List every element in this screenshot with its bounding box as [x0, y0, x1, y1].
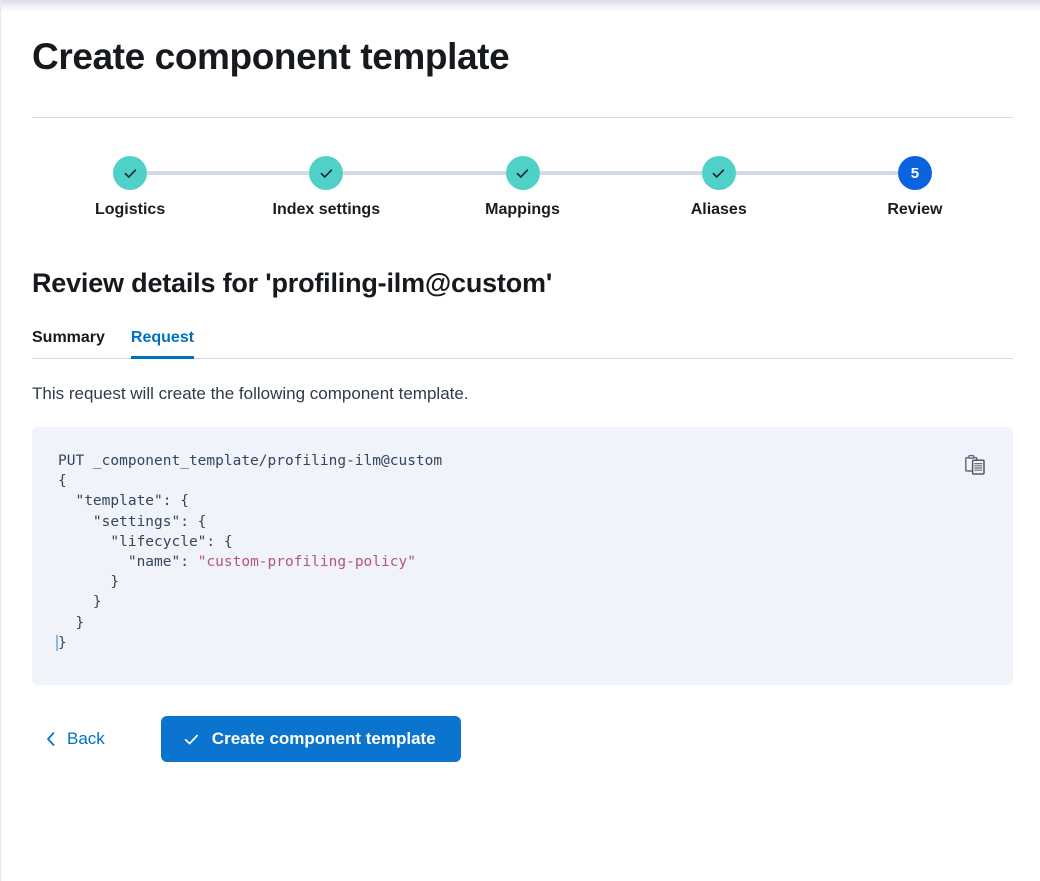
wizard-step-index-settings[interactable]: Index settings	[228, 156, 424, 219]
request-body-line: }	[56, 634, 67, 651]
wizard-steps: Logistics Index settings Mappings	[32, 156, 1013, 219]
wizard-step-review[interactable]: 5 Review	[817, 156, 1013, 219]
back-button-label: Back	[67, 729, 105, 748]
step-label: Index settings	[272, 201, 381, 218]
tab-summary[interactable]: Summary	[32, 329, 105, 358]
window-top-shadow	[0, 0, 1040, 14]
request-method-line: PUT _component_template/profiling-ilm@cu…	[58, 453, 443, 469]
back-button[interactable]: Back	[32, 721, 119, 757]
page-container: Create component template Logistics Inde…	[0, 14, 1040, 881]
create-component-template-button[interactable]: Create component template	[160, 716, 461, 762]
step-indicator-complete	[701, 156, 736, 190]
request-body-line: }	[58, 614, 85, 631]
request-body-line: "template": {	[58, 493, 189, 510]
copy-clipboard-glyph	[965, 454, 985, 475]
request-body-line: }	[58, 574, 120, 591]
check-icon	[516, 168, 529, 178]
request-description: This request will create the following c…	[32, 384, 469, 403]
request-code-block: PUT _component_template/profiling-ilm@cu…	[32, 427, 1013, 685]
wizard-step-mappings[interactable]: Mappings	[424, 156, 620, 219]
request-body-line: }	[58, 594, 102, 611]
request-body-line: "settings": {	[58, 513, 207, 530]
title-divider	[32, 117, 1013, 118]
request-body-line: "lifecycle": {	[58, 533, 233, 550]
step-indicator-current: 5	[897, 156, 932, 190]
chevron-left-icon	[47, 732, 55, 746]
check-icon	[320, 168, 332, 178]
copy-clipboard-icon[interactable]	[963, 453, 987, 477]
wizard-step-logistics[interactable]: Logistics	[32, 156, 228, 219]
check-icon	[184, 734, 198, 744]
step-indicator-complete	[505, 156, 540, 190]
check-icon	[124, 168, 136, 178]
step-label: Review	[887, 201, 943, 218]
step-number: 5	[910, 164, 920, 182]
page-title: Create component template	[32, 36, 510, 77]
create-button-label: Create component template	[211, 729, 436, 748]
review-tabs: Summary Request	[32, 329, 1013, 359]
step-label: Logistics	[94, 201, 166, 218]
wizard-step-aliases[interactable]: Aliases	[621, 156, 817, 219]
tab-request[interactable]: Request	[130, 329, 195, 359]
request-body-line: "name":	[58, 554, 198, 571]
request-code-text: PUT _component_template/profiling-ilm@cu…	[56, 451, 987, 653]
request-policy-value: "custom-profiling-policy"	[197, 554, 416, 571]
step-label: Mappings	[485, 201, 560, 218]
check-icon	[712, 168, 725, 178]
step-indicator-complete	[309, 156, 344, 190]
step-indicator-complete	[113, 156, 148, 190]
review-heading: Review details for 'profiling-ilm@custom…	[32, 268, 553, 298]
request-body-line: {	[58, 473, 67, 490]
wizard-footer: Back Create component template	[32, 716, 1013, 762]
step-label: Aliases	[690, 201, 747, 218]
